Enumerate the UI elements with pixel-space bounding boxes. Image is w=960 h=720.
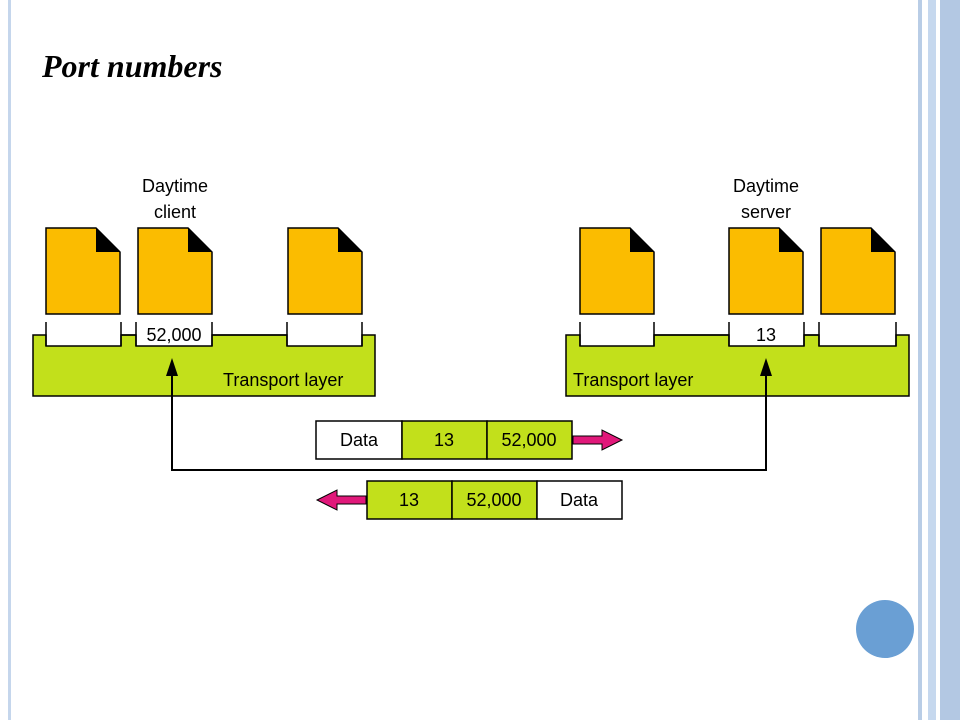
server-label-line1: Daytime [733, 176, 799, 196]
arrow-left-icon [315, 489, 367, 511]
document-icon [45, 227, 121, 315]
packet-dest-port: 13 [434, 430, 454, 450]
arrow-right-icon [572, 429, 624, 451]
document-icon [137, 227, 213, 315]
client-port-number: 52,000 [146, 325, 201, 345]
packet-source-port: 13 [399, 490, 419, 510]
packet-source-port: 52,000 [501, 430, 556, 450]
connection-path [166, 358, 772, 471]
document-icon [728, 227, 804, 315]
decorative-circle [856, 600, 914, 658]
client-label-line1: Daytime [142, 176, 208, 196]
packet-dest-port: 52,000 [466, 490, 521, 510]
document-icon [820, 227, 896, 315]
client-host: Daytime client 52,000 Transport layer [32, 176, 376, 397]
document-icon [287, 227, 363, 315]
packet-data-label: Data [340, 430, 379, 450]
return-packet: 13 52,000 Data [315, 480, 623, 520]
arrowhead-up-icon [760, 358, 772, 376]
arrowhead-up-icon [166, 358, 178, 376]
slide-title: Port numbers [42, 48, 223, 84]
client-label-line2: client [154, 202, 196, 222]
server-port-number: 13 [756, 325, 776, 345]
client-transport-label: Transport layer [223, 370, 343, 390]
document-icon [579, 227, 655, 315]
packet-data-label: Data [560, 490, 599, 510]
server-transport-label: Transport layer [573, 370, 693, 390]
slide-left-border [8, 0, 11, 720]
server-label-line2: server [741, 202, 791, 222]
outgoing-packet: Data 13 52,000 [315, 420, 624, 460]
server-host: Daytime server 13 Transport layer [565, 176, 910, 397]
slide-right-decoration [916, 0, 960, 720]
